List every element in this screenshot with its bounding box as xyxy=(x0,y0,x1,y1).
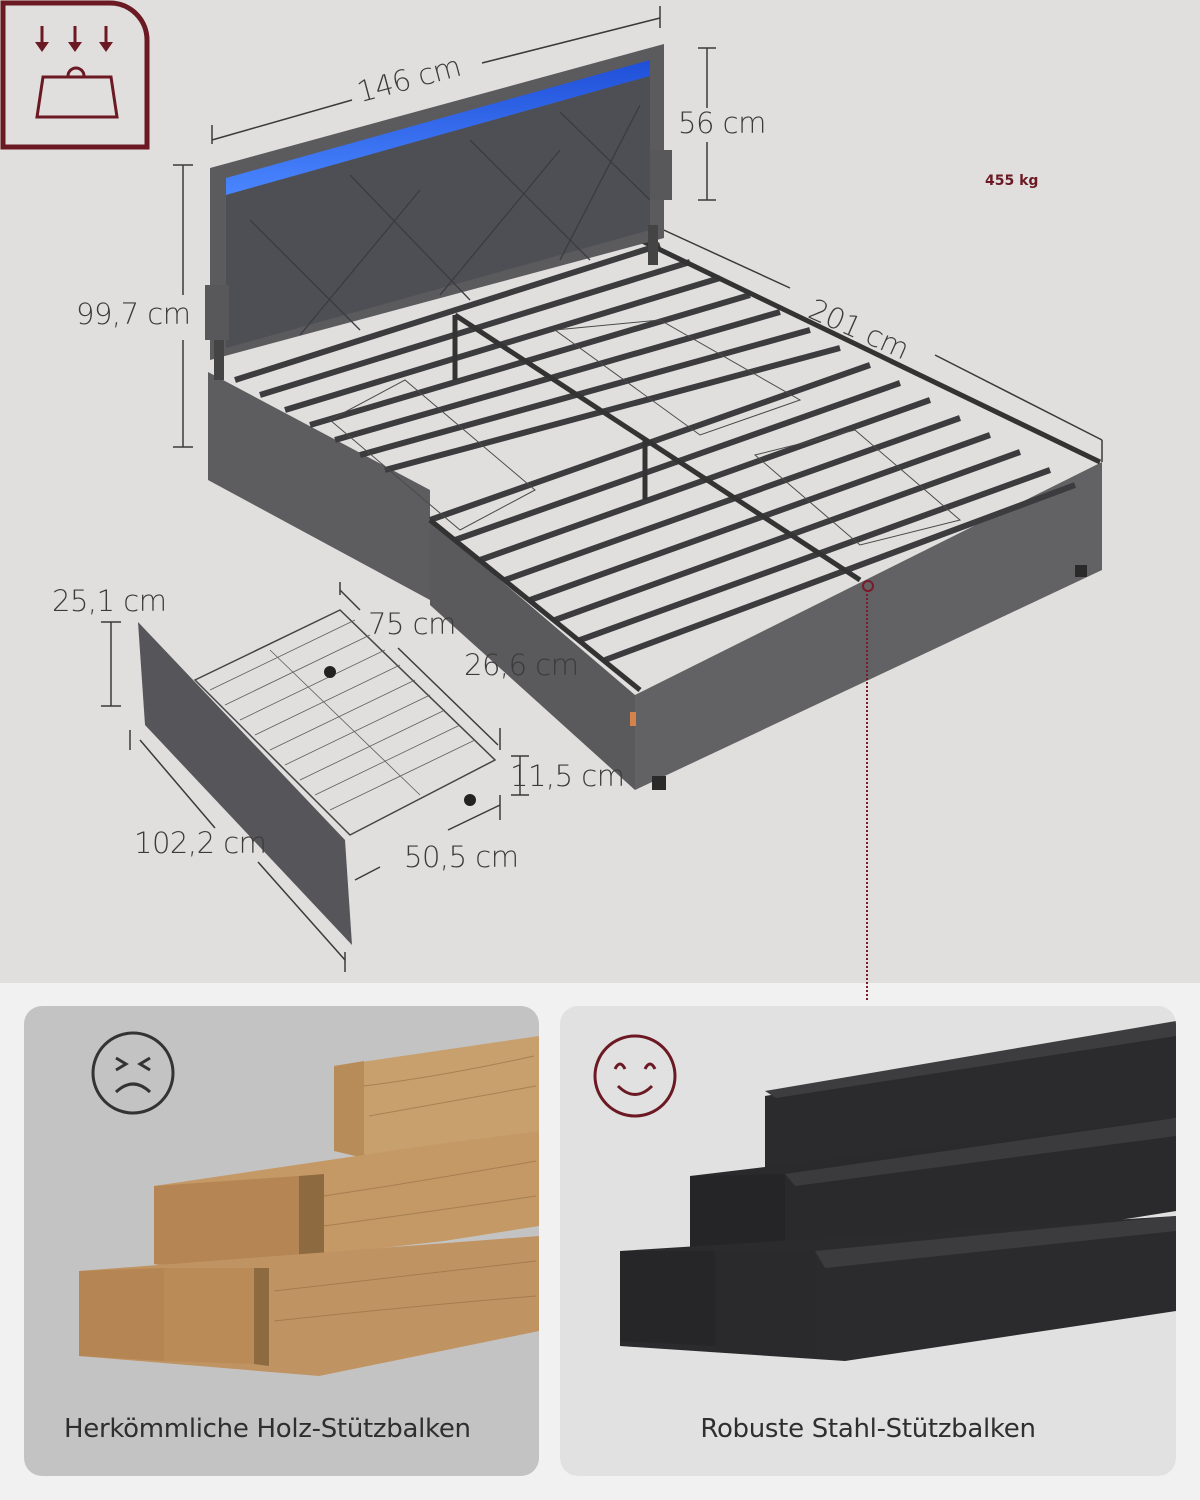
comparison-card-wood: Herkömmliche Holz-Stützbalken xyxy=(24,1006,539,1476)
wooden-beams-illustration xyxy=(79,1036,539,1376)
wood-beams-caption: Herkömmliche Holz-Stützbalken xyxy=(64,1414,471,1444)
dimension-lines xyxy=(101,6,1103,972)
bed-frame-illustration xyxy=(101,6,1103,972)
basket-width-label: 50,5 cm xyxy=(404,840,519,874)
product-dimension-diagram: 455 kg 146 cm 56 cm 99,7 cm 201 cm 25,1 … xyxy=(0,0,1200,983)
drawer-depth-label: 75 cm xyxy=(368,607,456,641)
load-capacity-value: 455 kg xyxy=(985,173,1039,189)
callout-dotted-line xyxy=(866,590,868,1000)
bed-base xyxy=(208,372,1102,790)
headboard xyxy=(205,44,672,380)
weight-load-icon xyxy=(0,0,150,150)
steel-beams-caption: Robuste Stahl-Stützbalken xyxy=(700,1414,1036,1444)
happy-face-icon xyxy=(593,1034,677,1118)
marker-circle xyxy=(862,580,874,592)
comparison-card-steel: Robuste Stahl-Stützbalken xyxy=(560,1006,1176,1476)
basket-height-label: 11,5 cm xyxy=(510,759,625,793)
total-height-label: 99,7 cm xyxy=(76,297,191,331)
drawer-front-height-label: 25,1 cm xyxy=(52,584,167,618)
drawer-front-width-label: 102,2 cm xyxy=(134,826,267,860)
clearance-height-label: 26,6 cm xyxy=(464,648,579,682)
sad-face-icon xyxy=(91,1031,175,1115)
steel-rails xyxy=(428,237,1102,692)
headboard-height-label: 56 cm xyxy=(678,106,766,140)
steel-beams-illustration xyxy=(620,1021,1176,1361)
pulled-out-drawer xyxy=(138,609,497,945)
inner-baskets xyxy=(329,319,962,546)
